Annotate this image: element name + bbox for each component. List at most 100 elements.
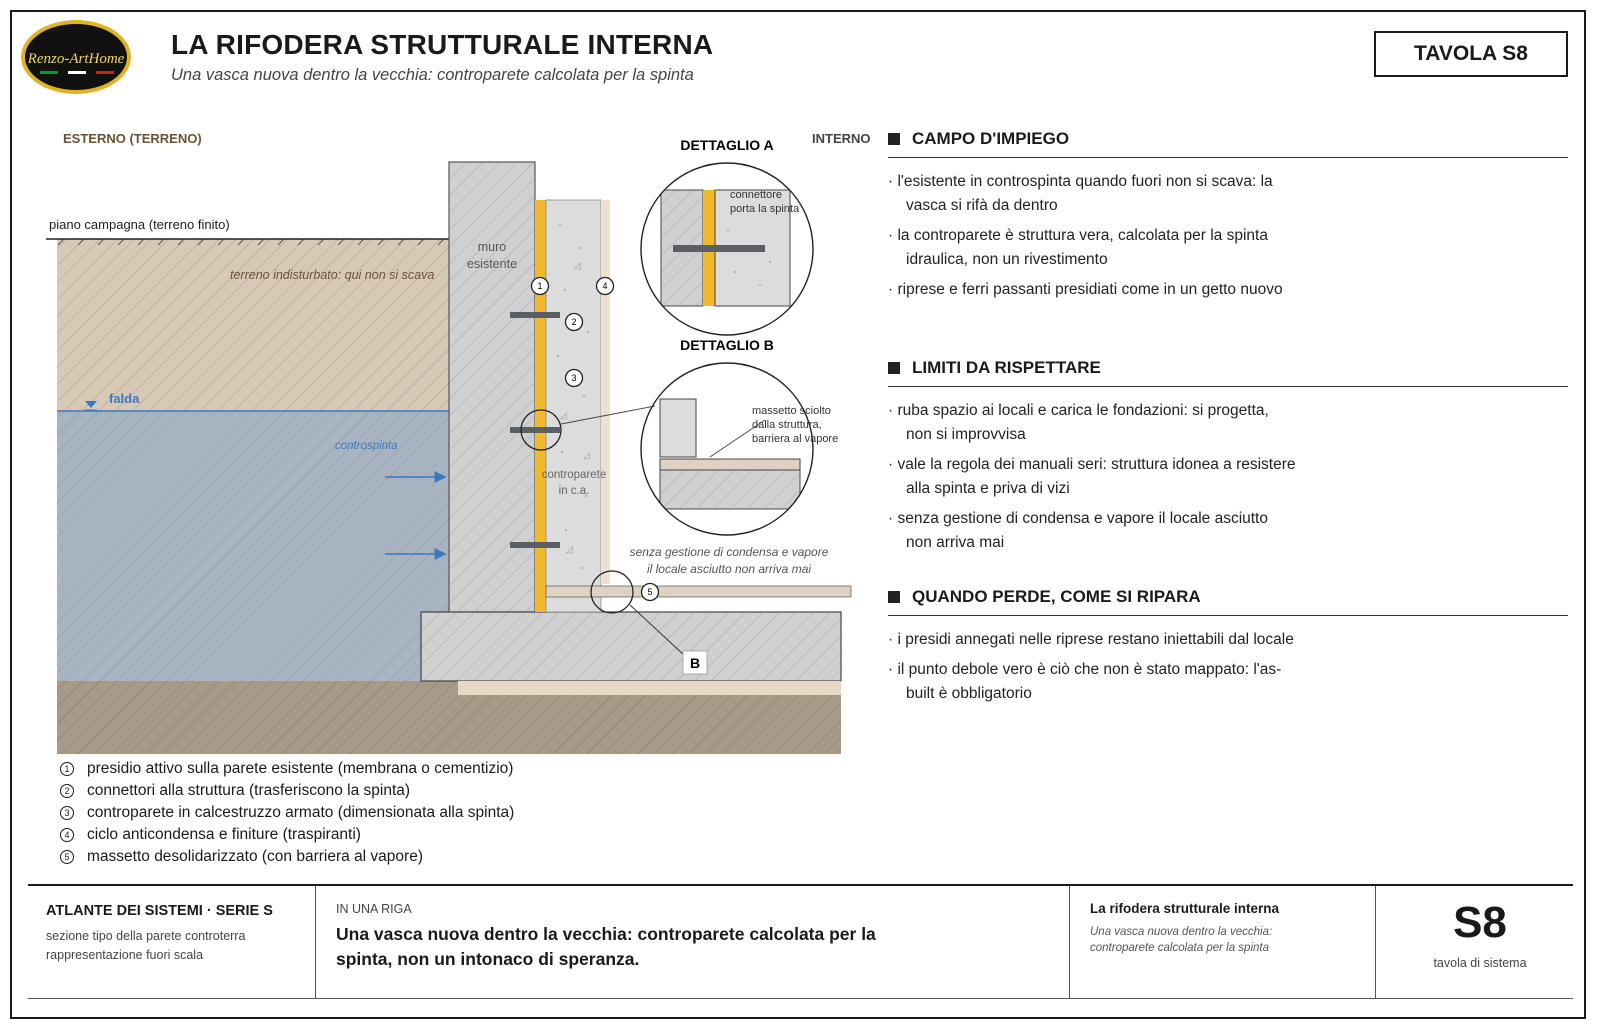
marker-5: 5 [640, 582, 660, 602]
label-piano-campagna: piano campagna (terreno finito) [49, 217, 230, 232]
detail-a-label-2: porta la spinta [730, 203, 800, 215]
legend-number: 4 [60, 828, 74, 842]
label-falda: falda [109, 391, 140, 406]
svg-text:2: 2 [571, 317, 576, 327]
detail-b-label-1: massetto sciolto [752, 405, 831, 417]
footer-bottom-line [28, 998, 1573, 1000]
legend-item: 5 massetto desolidarizzato (con barriera … [60, 846, 514, 868]
square-bullet-icon [888, 133, 900, 145]
footer-separator [1375, 886, 1377, 998]
logo: Renzo-ArtHome [21, 20, 131, 94]
svg-text:3: 3 [571, 373, 576, 383]
marker-3: 3 [564, 368, 584, 388]
footer-sheet-title: La rifodera strutturale interna [1090, 901, 1280, 916]
legend-number: 5 [60, 850, 74, 864]
legend-text: presidio attivo sulla parete esistente (… [87, 760, 514, 777]
section-heading: CAMPO D'IMPIEGO [888, 129, 1568, 158]
list-item: ruba spazio ai locali e carica le fondaz… [888, 399, 1298, 447]
footer-sheet-subtitle: Una vasca nuova dentro la vecchia: contr… [1090, 926, 1273, 954]
list-item: l'esistente in controspinta quando fuori… [888, 170, 1298, 218]
finishing-layer [601, 200, 610, 584]
section-heading: LIMITI DA RISPETTARE [888, 358, 1568, 387]
detail-b-label-2: dalla struttura, [752, 419, 822, 431]
svg-text:◿: ◿ [566, 544, 573, 554]
sheet-frame [10, 10, 1586, 1019]
legend-item: 2 connettori alla struttura (trasferiscon… [60, 780, 514, 802]
section-quando-perde: QUANDO PERDE, COME SI RIPARA i presidi a… [888, 587, 1568, 712]
svg-text:5: 5 [647, 587, 652, 597]
square-bullet-icon [888, 591, 900, 603]
detail-b-ring [590, 570, 634, 614]
floating-screed [545, 585, 852, 598]
page-title: LA RIFODERA STRUTTURALE INTERNA [171, 29, 714, 60]
sheet-number-box: TAVOLA S8 [1374, 31, 1568, 77]
legend-text: connettori alla struttura (trasferiscono… [87, 782, 411, 799]
detail-a-ring [520, 409, 562, 451]
active-membrane [535, 200, 546, 612]
label-esterno: ESTERNO (TERRENO) [63, 131, 202, 146]
label-interno: INTERNO [812, 131, 871, 146]
concrete-dots: ◿ ◿ ◿ ◿ [556, 224, 590, 595]
ground-ticks [57, 238, 445, 246]
marker-2: 2 [564, 312, 584, 332]
svg-text:4: 4 [602, 281, 607, 291]
label-controspinta: controspinta [335, 440, 398, 452]
series-title: ATLANTE DEI SISTEMI · SERIE S [46, 903, 273, 919]
oneline-text: Una vasca nuova dentro la vecchia: contr… [336, 924, 876, 969]
detail-a-view [660, 189, 791, 307]
label-muro-1: muro [478, 240, 507, 254]
connector-bar [510, 312, 560, 318]
legend-number: 3 [60, 806, 74, 820]
svg-text:1: 1 [537, 281, 542, 291]
sheet-code: S8 [1453, 898, 1507, 947]
footer-divider [28, 884, 1573, 886]
legend-item: 1 presidio attivo sulla parete esistente … [60, 758, 514, 780]
legend-text: controparete in calcestruzzo armato (dim… [87, 804, 515, 821]
detail-b-title: DETTAGLIO B [680, 337, 774, 353]
legend-item: 3 controparete in calcestruzzo armato (di… [60, 802, 514, 824]
note-1: senza gestione di condensa e vapore [630, 545, 829, 559]
detail-a-label-1: connettore [730, 189, 782, 201]
section-heading: QUANDO PERDE, COME SI RIPARA [888, 587, 1568, 616]
detail-b-label-3: barriera al vapore [752, 433, 838, 445]
blinding-layer [458, 681, 841, 695]
svg-text:◿: ◿ [574, 260, 581, 270]
list-item: riprese e ferri passanti presidiati come… [888, 278, 1298, 302]
legend-item: 4 ciclo anticondensa e finiture (traspira… [60, 824, 514, 846]
list-item: i presidi annegati nelle riprese restano… [888, 628, 1298, 652]
square-bullet-icon [888, 362, 900, 374]
legend-number: 2 [60, 784, 74, 798]
label-terreno: terreno indisturbato: qui non si scava [230, 268, 434, 282]
svg-text:◿: ◿ [560, 410, 567, 420]
legend: 1 presidio attivo sulla parete esistente … [60, 758, 514, 868]
logo-text: Renzo-ArtHome [27, 51, 125, 67]
list-item: il punto debole vero è ciò che non è sta… [888, 658, 1298, 706]
connector-bar [510, 427, 560, 433]
label-controparete-1: controparete [542, 469, 607, 481]
oneline-label: IN UNA RIGA [336, 902, 412, 916]
legend-text: massetto desolidarizzato (con barriera a… [87, 848, 423, 865]
label-controparete-2: in c.a. [559, 485, 590, 497]
water-level-icon [85, 401, 97, 408]
sheet-code-caption: tavola di sistema [1433, 956, 1527, 970]
note-2: il locale asciutto non arriva mai [647, 562, 811, 576]
callout-b-box [682, 650, 708, 675]
marker-4: 4 [595, 276, 615, 296]
svg-text:◿: ◿ [583, 450, 590, 460]
callout-b: B [690, 655, 700, 671]
legend-text: ciclo anticondensa e finiture (traspiran… [87, 826, 361, 843]
list-item: la controparete è struttura vera, calcol… [888, 224, 1298, 272]
page-subtitle: Una vasca nuova dentro la vecchia: contr… [171, 66, 694, 84]
detail-b-view [659, 398, 801, 510]
series-line: sezione tipo della parete controterra [46, 929, 246, 943]
series-line: rappresentazione fuori scala [46, 948, 204, 962]
footer-separator [1069, 886, 1071, 998]
legend-number: 1 [60, 762, 74, 776]
list-item: vale la regola dei manuali seri: struttu… [888, 453, 1298, 501]
connector-bar [510, 542, 560, 548]
list-item: senza gestione di condensa e vapore il l… [888, 507, 1298, 555]
marker-1: 1 [530, 276, 550, 296]
section-limiti: LIMITI DA RISPETTARE ruba spazio ai loca… [888, 358, 1568, 561]
detail-a-title: DETTAGLIO A [680, 137, 773, 153]
